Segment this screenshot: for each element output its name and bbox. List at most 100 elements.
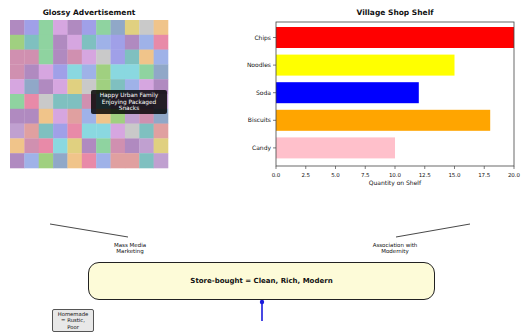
mosaic-tile: [39, 64, 54, 79]
mosaic-tile: [10, 50, 25, 65]
mosaic-tile: [139, 35, 154, 50]
mosaic-tile: [125, 153, 140, 168]
mosaic-tile: [67, 64, 82, 79]
bar: [276, 55, 455, 76]
mosaic-tile: [10, 153, 25, 168]
mosaic-tile: [139, 50, 154, 65]
mosaic-tile: [53, 138, 68, 153]
mosaic-tile: [24, 35, 39, 50]
mosaic-tile: [10, 64, 25, 79]
bar: [276, 110, 490, 131]
mosaic-tile: [96, 124, 111, 139]
category-label: Chips: [254, 34, 271, 41]
mosaic-tile: [139, 124, 154, 139]
bar: [276, 137, 395, 158]
mosaic-tile: [10, 94, 25, 109]
blue-stem: [261, 302, 263, 321]
panel-title: Village Shop Shelf: [356, 9, 433, 18]
tick: [395, 166, 396, 169]
mosaic-tile: [125, 64, 140, 79]
mosaic-tile: [53, 124, 68, 139]
annotation: Association with Modernity: [365, 242, 425, 255]
tick: [454, 166, 455, 169]
mosaic-tile: [125, 35, 140, 50]
mosaic-tile: [154, 124, 169, 139]
node-text: Homemade = Rustic, Poor: [55, 311, 91, 330]
mosaic-tile: [82, 153, 97, 168]
mosaic-tile: [154, 138, 169, 153]
mosaic-tile: [10, 79, 25, 94]
mosaic-tile: [67, 138, 82, 153]
mosaic-tile: [39, 124, 54, 139]
tick: [365, 166, 366, 169]
mosaic-tile: [67, 79, 82, 94]
mosaic-tile: [10, 20, 25, 35]
tick: [273, 92, 276, 93]
mosaic-tile: [125, 138, 140, 153]
tick-marks: [273, 38, 514, 170]
mosaic-tile: [10, 138, 25, 153]
tick: [273, 120, 276, 121]
mosaic-tile: [39, 20, 54, 35]
tick: [305, 166, 306, 169]
mosaic-tile: [67, 20, 82, 35]
mosaic-tile: [139, 20, 154, 35]
mosaic-tile: [96, 138, 111, 153]
tick-label: 2.5: [301, 172, 310, 178]
mosaic-tile: [96, 64, 111, 79]
mosaic-tile: [111, 50, 126, 65]
mosaic-tile: [24, 79, 39, 94]
mosaic-tile: [53, 94, 68, 109]
mosaic-tile: [10, 124, 25, 139]
mosaic-tile: [24, 109, 39, 124]
mosaic-tile: [10, 109, 25, 124]
axis-label: Quantity on Shelf: [369, 180, 421, 187]
mosaic-tile: [139, 64, 154, 79]
mosaic-tile: [39, 35, 54, 50]
note-box: Homemade = Rustic, Poor: [52, 309, 94, 332]
mosaic-tile: [154, 20, 169, 35]
tick: [335, 166, 336, 169]
mosaic-tile: [39, 50, 54, 65]
caption-box: Happy Urban Family Enjoying Packaged Sna…: [91, 90, 167, 115]
mosaic-tile: [53, 79, 68, 94]
mosaic-tile: [111, 35, 126, 50]
mosaic-tile: [82, 138, 97, 153]
leader-line: [396, 224, 470, 237]
bar-group: [276, 27, 514, 158]
bar: [276, 82, 419, 103]
mosaic-tile: [67, 35, 82, 50]
mosaic-tile: [67, 109, 82, 124]
mosaic-tile: [139, 153, 154, 168]
mosaic-tile: [24, 138, 39, 153]
mosaic-tile: [53, 50, 68, 65]
mosaic-tile: [67, 124, 82, 139]
mosaic-tile: [111, 153, 126, 168]
mosaic-tile: [82, 124, 97, 139]
category-label: Soda: [256, 89, 271, 96]
mosaic-tile: [125, 50, 140, 65]
tick: [514, 166, 515, 169]
tick-label: 17.5: [478, 172, 490, 178]
tick-label: 10.0: [389, 172, 401, 178]
mosaic-tile: [53, 109, 68, 124]
mosaic-tile: [154, 153, 169, 168]
mosaic-tile: [24, 64, 39, 79]
mosaic-tile: [125, 124, 140, 139]
tick-label: 7.5: [361, 172, 370, 178]
mosaic-tile: [96, 20, 111, 35]
category-label: Candy: [252, 144, 271, 151]
mosaic-tile: [67, 153, 82, 168]
mosaic-tile: [24, 20, 39, 35]
belief-box: Store-bought = Clean, Rich, Modern: [88, 262, 435, 300]
tick: [273, 37, 276, 38]
mosaic-tile: [111, 20, 126, 35]
chart-frame: [276, 22, 514, 166]
mosaic-tile: [39, 138, 54, 153]
tick: [273, 147, 276, 148]
tick-label: 5.0: [331, 172, 340, 178]
mosaic-tile: [39, 94, 54, 109]
tick-label: 0.0: [272, 172, 281, 178]
mosaic-tile: [125, 20, 140, 35]
mosaic-tile: [111, 124, 126, 139]
